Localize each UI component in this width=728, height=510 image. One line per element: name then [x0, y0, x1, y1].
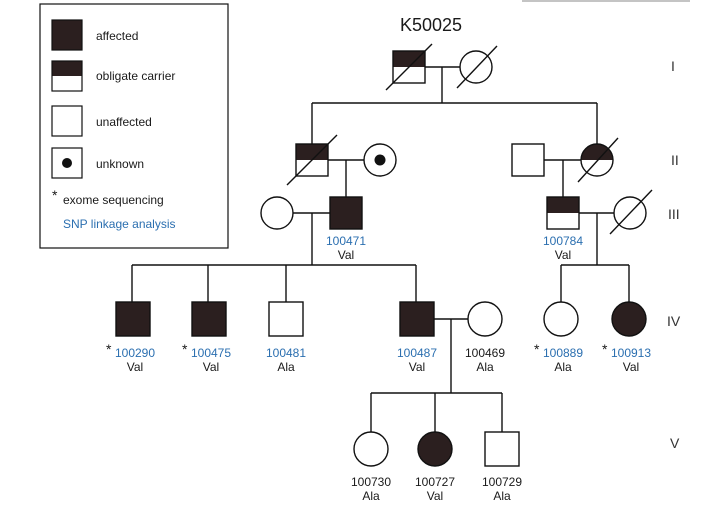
gen4-7-allele: Val	[623, 360, 639, 374]
gen2-left-female-unknown	[363, 143, 397, 177]
gen4-1-male-affected	[115, 301, 151, 337]
gen4-3-male-unaffected	[268, 301, 304, 337]
legend-unknown-label: unknown	[96, 157, 144, 171]
legend-unaffected-label: unaffected	[96, 115, 152, 129]
gen4-3-allele: Ala	[277, 360, 295, 374]
gen4-6-id: 100889	[543, 346, 583, 360]
gen5-3-allele: Ala	[493, 489, 511, 503]
generation-label-3: III	[668, 206, 680, 222]
gen4-1-exome-mark: *	[106, 341, 112, 357]
gen5-1-allele: Ala	[362, 489, 380, 503]
gen4-3-id: 100481	[266, 346, 306, 360]
gen4-7-female-affected	[611, 301, 647, 337]
legend-affected-label: affected	[96, 29, 138, 43]
gen5-3-id: 100729	[482, 475, 522, 489]
gen4-4-id: 100487	[397, 346, 437, 360]
gen3-left-male-affected	[329, 196, 363, 230]
gen4-7-exome-mark: *	[602, 341, 608, 357]
generation-label-1: I	[671, 58, 675, 74]
gen4-2-allele: Val	[203, 360, 219, 374]
pedigree-title: K50025	[400, 15, 462, 35]
gen5-2-id: 100727	[415, 475, 455, 489]
gen2-right-female-carrier-deceased	[577, 137, 619, 183]
legend-exome-mark: *	[52, 187, 58, 203]
legend-frame	[39, 3, 229, 249]
gen5-2-female-affected	[417, 431, 453, 467]
gen5-1-id: 100730	[351, 475, 391, 489]
legend-carrier-label: obligate carrier	[96, 69, 175, 83]
gen3-left-male-id: 100471	[326, 234, 366, 248]
legend-carrier-symbol	[51, 60, 83, 92]
gen1-mother-unaffected-deceased	[456, 45, 498, 89]
legend-affected-symbol	[51, 19, 83, 51]
legend-snp-label: SNP linkage analysis	[63, 217, 176, 231]
gen4-5-id: 100469	[465, 346, 505, 360]
gen4-6-exome-mark: *	[534, 341, 540, 357]
gen2-right-male-unaffected	[511, 143, 545, 177]
generation-label-2: II	[671, 152, 679, 168]
gen4-1-id: 100290	[115, 346, 155, 360]
gen4-2-id: 100475	[191, 346, 231, 360]
gen5-1-female-unaffected	[353, 431, 389, 467]
gen4-5-allele: Ala	[476, 360, 494, 374]
gen3-right-male-allele: Val	[555, 248, 571, 262]
gen4-5-female-unaffected	[467, 301, 503, 337]
gen4-2-male-affected	[191, 301, 227, 337]
gen5-3-male-unaffected	[484, 431, 520, 467]
gen3-right-male-carrier	[546, 196, 580, 230]
gen4-6-allele: Ala	[554, 360, 572, 374]
legend-unaffected-symbol	[51, 105, 83, 137]
gen3-right-female-unaffected-deceased	[609, 189, 653, 235]
generation-label-4: IV	[667, 313, 681, 329]
legend: affected obligate carrier unaffected unk…	[39, 3, 229, 249]
gen3-left-male-allele: Val	[338, 248, 354, 262]
gen4-4-allele: Val	[409, 360, 425, 374]
gen4-2-exome-mark: *	[182, 341, 188, 357]
gen4-6-female-unaffected	[543, 301, 579, 337]
legend-exome-label: exome sequencing	[63, 193, 164, 207]
gen4-7-id: 100913	[611, 346, 651, 360]
gen5-2-allele: Val	[427, 489, 443, 503]
legend-unknown-symbol	[51, 147, 83, 179]
gen4-4-male-affected	[399, 301, 435, 337]
generation-label-5: V	[670, 435, 680, 451]
gen4-1-allele: Val	[127, 360, 143, 374]
gen3-left-female-unaffected	[260, 196, 294, 230]
gen3-right-male-id: 100784	[543, 234, 583, 248]
